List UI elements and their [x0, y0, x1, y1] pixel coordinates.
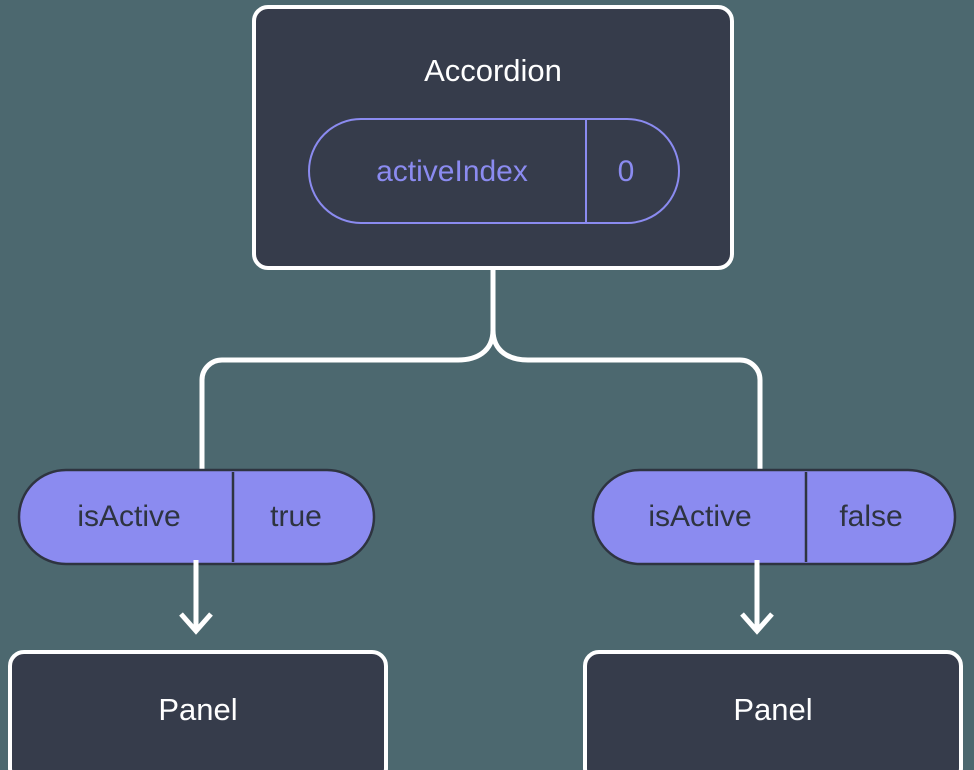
panel-left-box[interactable]: [8, 650, 388, 770]
accordion-box[interactable]: [252, 5, 734, 270]
pill-is-active-false-value: false: [839, 500, 902, 533]
node-panel-left[interactable]: Panel: [8, 650, 388, 770]
pill-active-index-value: 0: [618, 155, 635, 188]
connector-split-right: [490, 329, 763, 476]
panel-right-title: Panel: [733, 692, 812, 727]
pill-active-index-key: activeIndex: [376, 155, 528, 188]
accordion-title: Accordion: [424, 53, 562, 88]
arrow-right-head-icon: [740, 612, 774, 635]
pill-active-index[interactable]: activeIndex 0: [308, 118, 680, 224]
node-panel-right[interactable]: Panel: [583, 650, 963, 770]
pill-is-active-false[interactable]: isActive false: [591, 468, 957, 566]
panel-right-box[interactable]: [583, 650, 963, 770]
pill-is-active-true[interactable]: isActive true: [17, 468, 376, 566]
arrow-left-head-icon: [179, 612, 213, 635]
connector-split-left: [199, 329, 496, 476]
pill-is-active-true-value: true: [270, 500, 322, 533]
arrow-right: [740, 560, 774, 635]
pill-active-index-shape[interactable]: [308, 118, 680, 224]
pill-is-active-false-shape[interactable]: [591, 468, 957, 566]
pill-is-active-false-key: isActive: [648, 500, 751, 533]
arrow-left: [179, 560, 213, 635]
pill-is-active-true-key: isActive: [77, 500, 180, 533]
node-accordion[interactable]: Accordion activeIndex 0: [252, 5, 734, 270]
connector-group: [199, 268, 763, 476]
panel-left-title: Panel: [158, 692, 237, 727]
